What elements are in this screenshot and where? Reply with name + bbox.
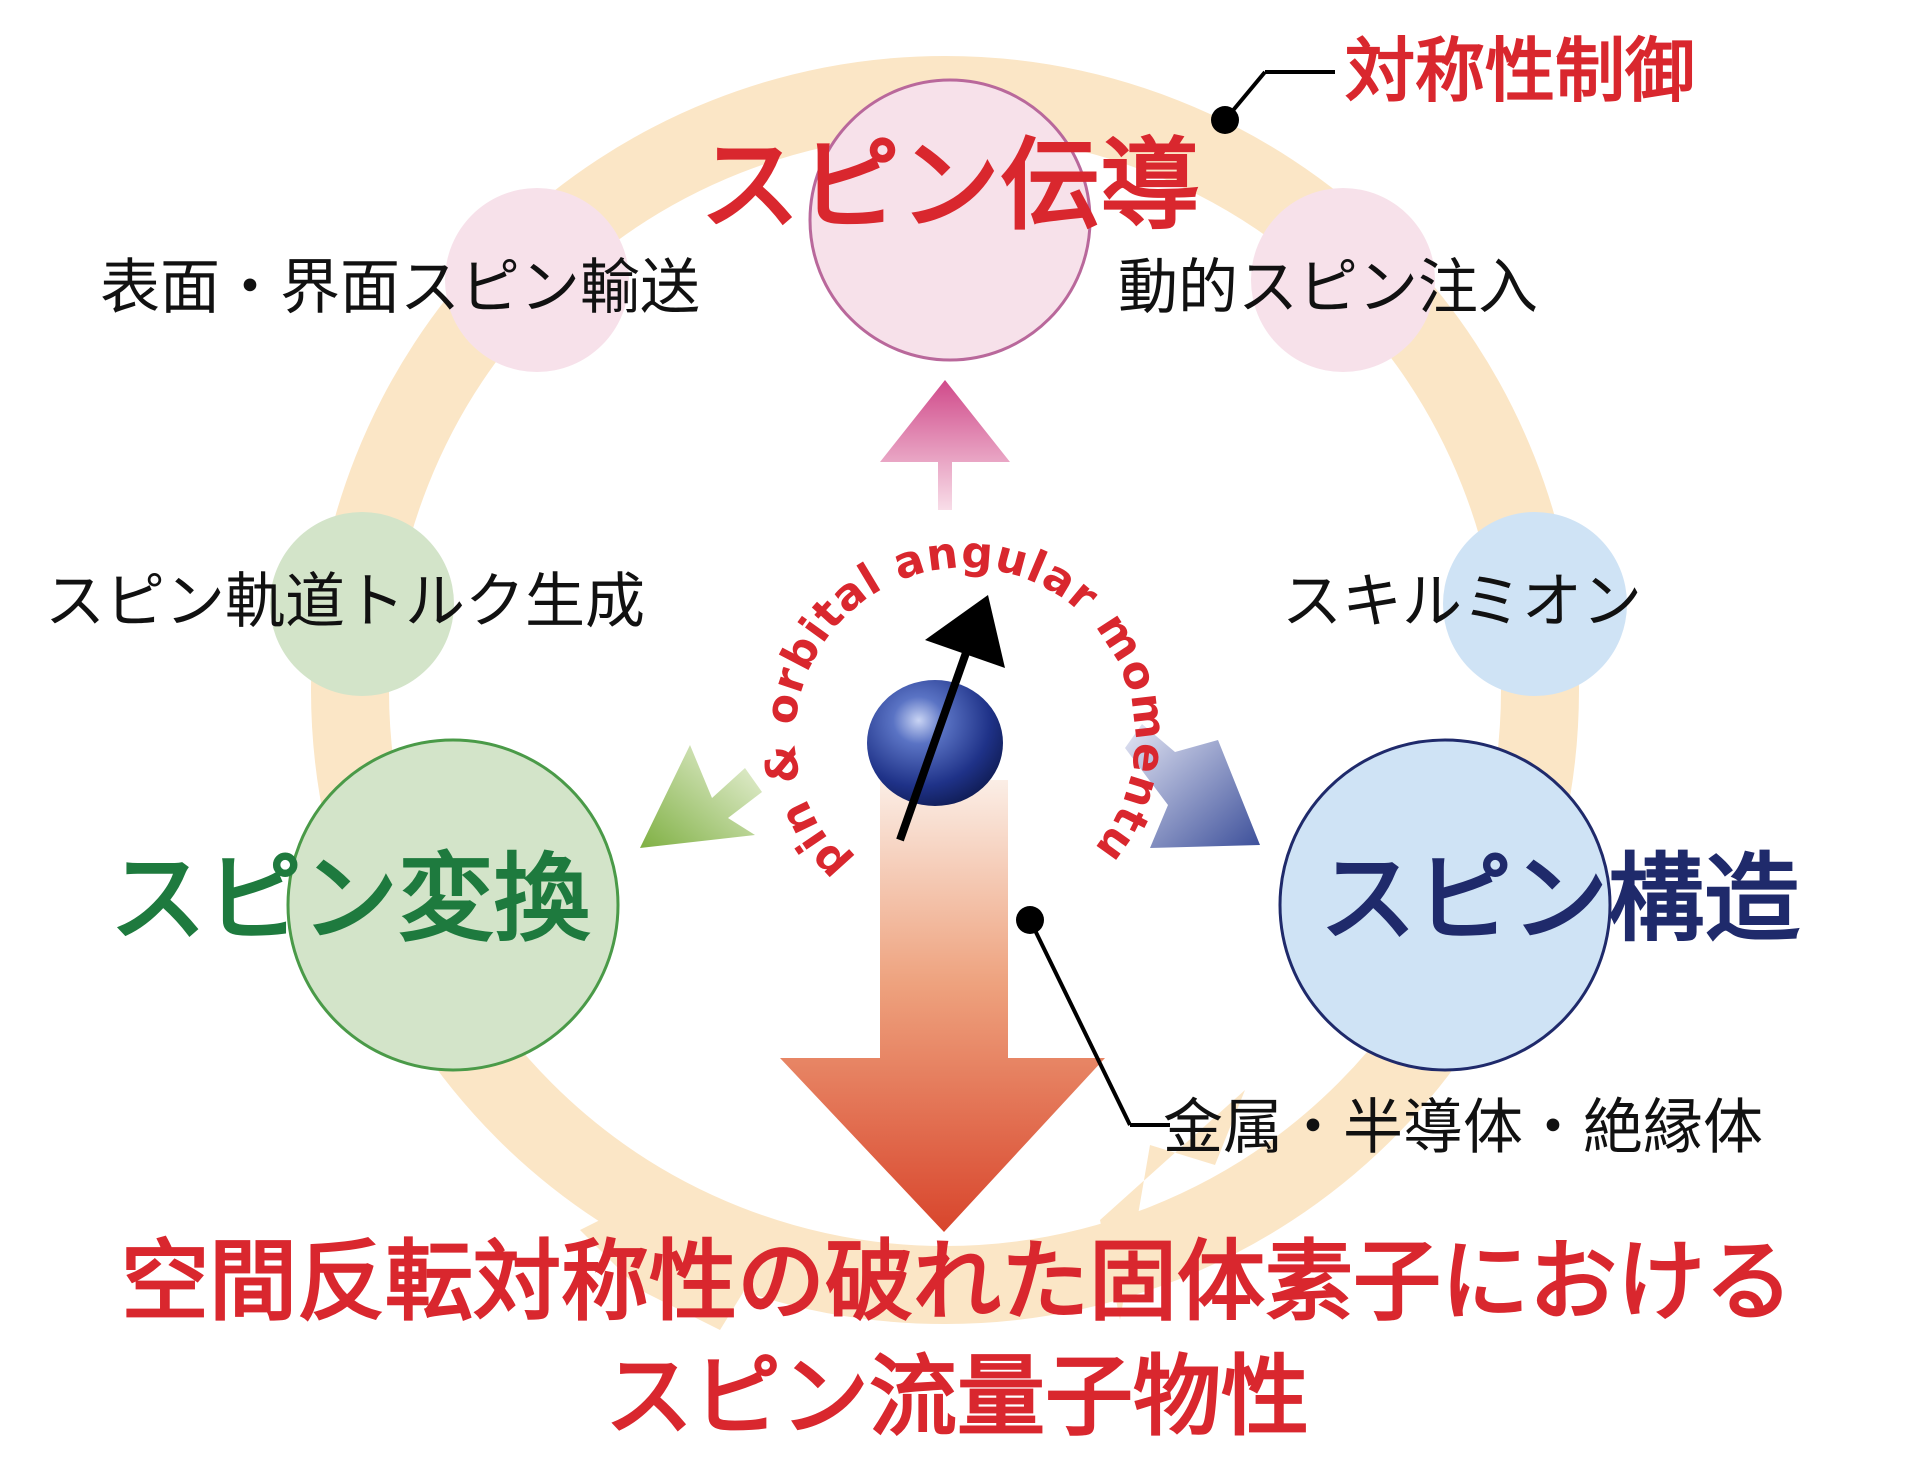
label-materials: 金属・半導体・絶縁体 <box>1163 1093 1763 1163</box>
arrow-down <box>780 780 1105 1232</box>
arrow-right <box>1125 724 1260 848</box>
node-spin-orbit-torque <box>270 512 454 696</box>
ring-arrowhead-left <box>580 1200 760 1330</box>
node-surface-transport <box>445 188 629 372</box>
title-line-2: スピン流量子物性 <box>605 1345 1309 1448</box>
arrow-up <box>880 380 1010 510</box>
label-spin-conversion: スピン変換 <box>110 843 591 955</box>
arrow-left <box>640 745 762 848</box>
label-symmetry-control: 対称性制御 <box>1345 30 1695 112</box>
label-spin-structure: スピン構造 <box>1320 843 1800 955</box>
node-spin-structure <box>1278 738 1612 1072</box>
label-dynamic-spin-injection: 動的スピン注入 <box>1118 253 1538 323</box>
label-surface-interface-transport: 表面・界面スピン輸送 <box>100 253 700 323</box>
node-dynamic-injection <box>1251 188 1435 372</box>
spin-arrow-head <box>925 595 1005 668</box>
callout-dot <box>1211 106 1239 134</box>
label-spin-orbital-torque: スピン軌道トルク生成 <box>45 567 645 637</box>
title-line-1: 空間反転対称性の破れた固体素子における <box>121 1230 1793 1333</box>
node-skyrmion <box>1443 512 1627 696</box>
ring-arrowhead-right <box>1100 1090 1245 1320</box>
callout-materials <box>1016 906 1170 1127</box>
node-spin-conversion <box>286 738 620 1072</box>
node-spin-conduction <box>808 78 1092 362</box>
spin-arrow-shaft <box>896 648 971 842</box>
label-skyrmion: スキルミオン <box>1282 567 1642 637</box>
callout-symmetry <box>1211 70 1335 134</box>
label-spin-conduction: スピン伝導 <box>700 127 1200 244</box>
